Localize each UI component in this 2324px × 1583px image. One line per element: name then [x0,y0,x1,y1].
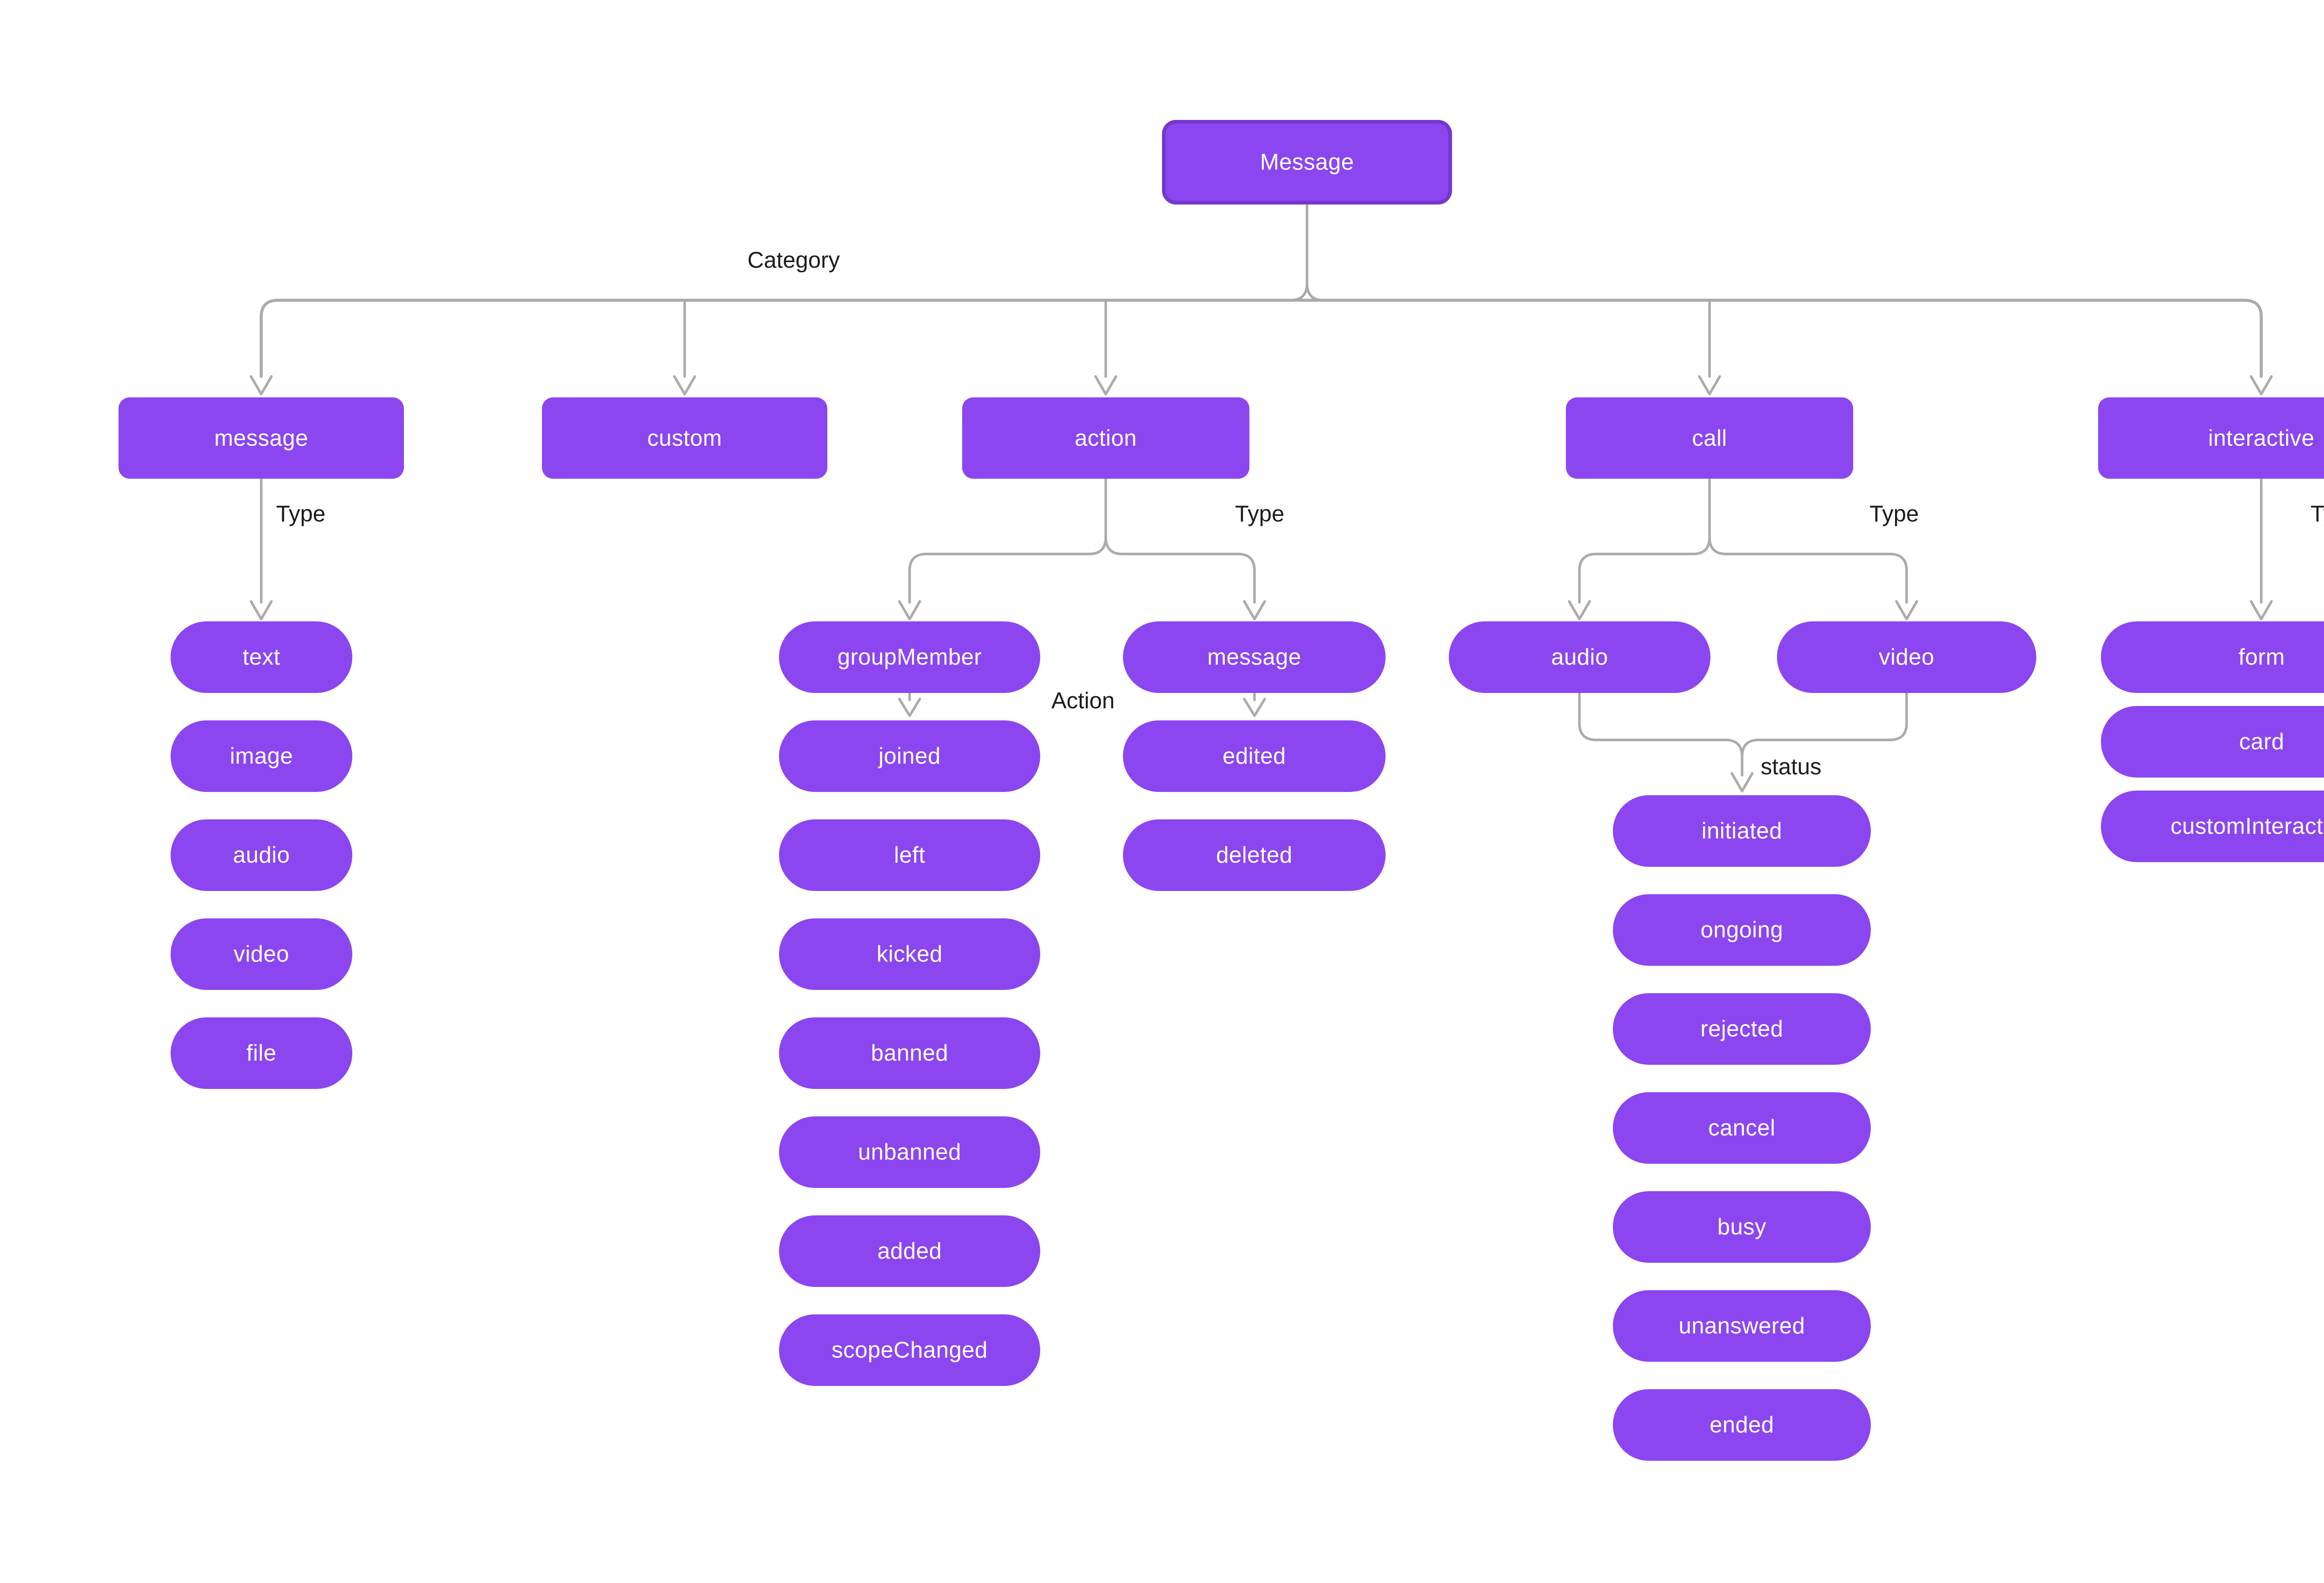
arrowhead-text [250,600,273,620]
node-group-member-action-added: added [779,1215,1040,1287]
arrowhead-edited [1243,698,1266,717]
edge-label-type-action: Type [1235,501,1285,527]
node-call-status-ongoing: ongoing [1613,894,1871,966]
edge-call-split [1578,477,1908,604]
arrowhead-interactive-category [2250,375,2273,396]
arrowhead-action-category [1094,375,1117,396]
node-group-member-action-scope-changed: scopeChanged [779,1314,1040,1386]
node-category-custom: custom [542,397,827,479]
arrowhead-initiated [1730,772,1754,792]
arrowhead-message-category [250,375,273,396]
node-message-action-deleted: deleted [1123,819,1386,891]
node-group-member-action-joined: joined [779,720,1040,792]
node-message-type-file: file [171,1017,352,1089]
arrowhead-group-member [898,600,921,620]
edge-label-type-call: Type [1869,501,1919,527]
edge-category-trunk [259,298,2263,378]
node-root-message: Message [1162,120,1452,204]
node-call-type-video: video [1777,621,2036,693]
node-group-member-action-unbanned: unbanned [779,1116,1040,1188]
node-message-action-edited: edited [1123,720,1386,792]
node-call-status-initiated: initiated [1613,795,1871,867]
edge-label-status: status [1761,754,1822,779]
arrowhead-custom-category [673,375,696,396]
arrowhead-audio [1568,600,1591,620]
arrowhead-joined [898,698,921,717]
node-call-status-ended: ended [1613,1389,1871,1461]
node-category-message: message [119,397,404,479]
arrowhead-video [1895,600,1918,620]
node-interactive-type-form: form [2101,621,2324,693]
arrowhead-call-category [1698,375,1721,396]
edge-call-status-merge [1578,692,1908,777]
node-group-member-action-left: left [779,819,1040,891]
node-category-action: action [962,397,1249,479]
node-call-status-rejected: rejected [1613,993,1871,1065]
node-message-type-audio: audio [171,819,352,891]
edge-label-type-interactive: Type [2311,501,2324,527]
arrowhead-action-message [1243,600,1266,620]
node-category-call: call [1566,397,1853,479]
node-message-type-video: video [171,918,352,990]
node-action-type-message: message [1123,621,1386,693]
node-call-type-audio: audio [1449,621,1710,693]
edge-action-split [908,477,1256,604]
node-interactive-type-card: card [2101,706,2324,778]
node-call-status-busy: busy [1613,1191,1871,1263]
edge-label-type-message: Type [276,501,326,527]
edge-label-category: Category [747,248,840,273]
node-interactive-type-custom-interactive: customInteractive [2101,791,2324,862]
node-group-member-action-banned: banned [779,1017,1040,1089]
node-group-member-action-kicked: kicked [779,918,1040,990]
edge-root-stem [1289,203,1325,302]
node-category-interactive: interactive [2098,397,2324,479]
node-action-type-group-member: groupMember [779,621,1040,693]
node-call-status-cancel: cancel [1613,1092,1871,1164]
node-message-type-text: text [171,621,352,693]
node-call-status-unanswered: unanswered [1613,1290,1871,1362]
edge-label-action: Action [1051,688,1115,713]
arrowhead-form [2250,600,2273,620]
node-message-type-image: image [171,720,352,792]
